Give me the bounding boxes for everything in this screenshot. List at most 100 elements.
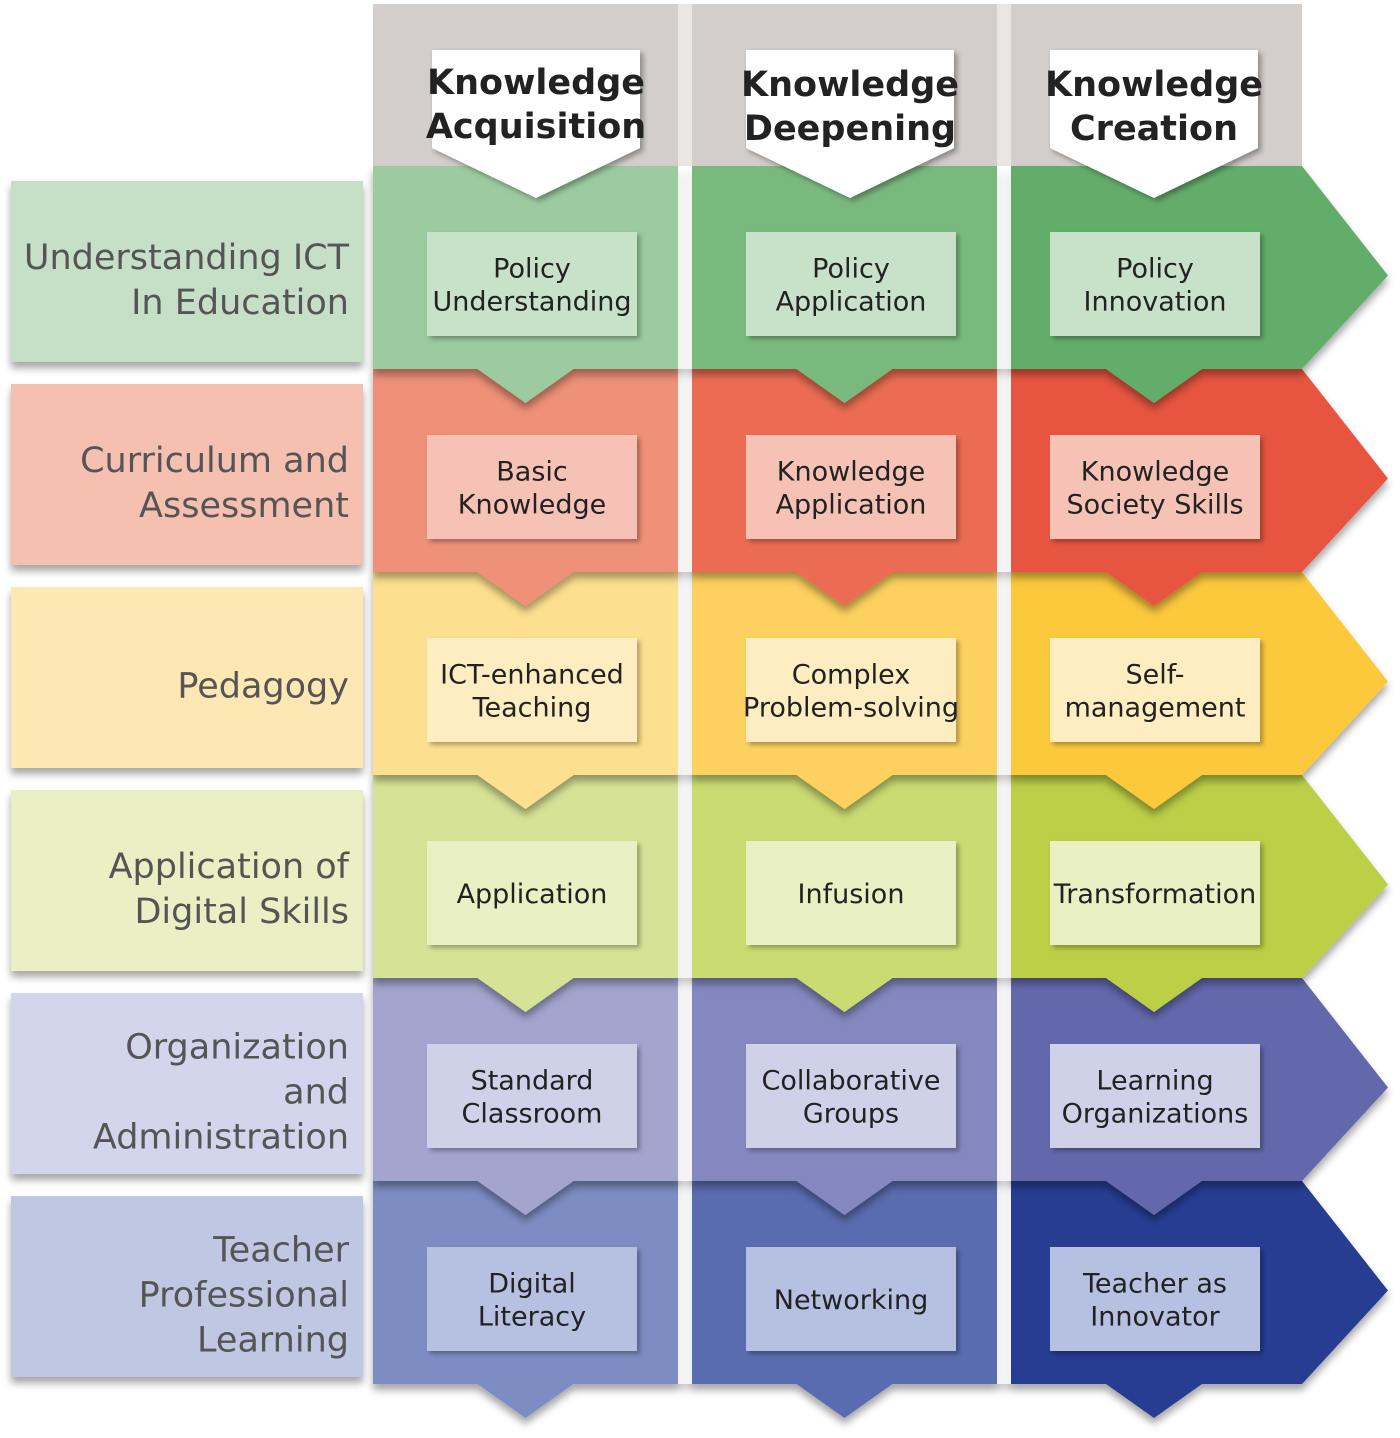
column-header-line1: Knowledge [741,65,959,105]
column-divider [678,572,692,775]
column-header-acquisition: Knowledge Acquisition [426,50,646,198]
competency-label-line: Understanding [433,287,632,318]
competency-label-line: Digital [488,1269,576,1300]
competency-label-line: Collaborative [762,1066,941,1097]
column-header-line2: Acquisition [426,107,646,147]
row-label-line: Digital Skills [134,892,349,932]
column-header-badge [1050,50,1258,198]
column-header-creation: Knowledge Creation [1045,50,1263,198]
column-header-line2: Deepening [744,109,956,149]
competency-label-line: Knowledge [1081,457,1229,488]
competency-label-line: Groups [803,1099,899,1130]
competency-cell: Application [427,841,637,945]
competency-box [1050,841,1260,945]
competency-box [1050,1247,1260,1351]
column-header-line1: Knowledge [1045,65,1263,105]
competency-label-line: Application [776,287,927,318]
row-label-line: Application of [109,847,350,887]
competency-label-line: Basic [496,457,567,488]
competency-box [1050,638,1260,742]
competency-box [746,232,956,336]
row-label-line: Teacher [212,1231,349,1271]
competency-label-line: Learning [1096,1066,1213,1097]
competency-label-line: Teaching [472,693,592,724]
competency-box [746,1044,956,1148]
column-header-badge [746,50,954,198]
column-divider [997,1181,1011,1384]
column-divider [997,775,1011,978]
competency-label-line: Policy [812,254,890,285]
competency-label-line: Innovator [1090,1302,1220,1333]
framework-row [11,1181,1388,1418]
column-headers: Knowledge Acquisition Knowledge Deepenin… [426,50,1263,198]
competency-label-line: ICT-enhanced [440,660,624,691]
competency-label-line: Complex [792,660,910,691]
competency-box [746,638,956,742]
row-label-line: Professional [139,1276,349,1316]
column-header-line1: Knowledge [427,63,645,103]
column-divider [997,978,1011,1181]
column-divider [678,369,692,572]
column-header-badge [432,50,640,198]
column-divider [678,166,692,369]
row-label-line: In Education [131,283,349,323]
competency-box [427,435,637,539]
competency-cell: Networking [746,1247,956,1351]
competency-label-line: Standard [471,1066,594,1097]
column-divider [678,775,692,978]
competency-label-line: Application [776,490,927,521]
competency-label-line: Literacy [478,1302,586,1333]
competency-box [427,638,637,742]
competency-label-line: Policy [493,254,571,285]
row-label-panel [11,1196,363,1377]
competency-label-line: management [1065,693,1246,724]
competency-box [1050,1044,1260,1148]
row-label-line: Organization [125,1028,349,1068]
competency-box [746,1247,956,1351]
row-label-panel [11,384,363,565]
column-divider [678,4,692,166]
row-label-line: Assessment [139,486,349,526]
competency-box [427,841,637,945]
row-label-line: Pedagogy [177,667,349,707]
row-label-line: Understanding ICT [24,238,350,278]
competency-label-line: Networking [774,1285,929,1316]
row-label-panel [11,587,363,768]
competency-cell: Infusion [746,841,956,945]
competency-box [427,232,637,336]
competency-box [1050,232,1260,336]
column-divider [997,4,1011,166]
competency-label-line: Application [457,879,608,910]
row-label-line: Administration [93,1118,349,1158]
competency-label-line: Infusion [798,879,905,910]
column-header-deepening: Knowledge Deepening [741,50,959,198]
column-divider [678,1181,692,1384]
row-label-line: Curriculum and [80,441,349,481]
competency-label-line: Innovation [1084,287,1227,318]
competency-label-line: Knowledge [777,457,925,488]
competency-label-line: Transformation [1053,879,1257,910]
competency-label-line: Problem-solving [743,693,959,724]
competency-label-line: Policy [1116,254,1194,285]
column-divider [997,166,1011,369]
competency-label-line: Knowledge [458,490,606,521]
column-divider [997,369,1011,572]
competency-label-line: Society Skills [1066,490,1243,521]
competency-cell: Transformation [1050,841,1260,945]
column-divider [678,978,692,1181]
row-label-panel [11,790,363,971]
competency-box [1050,435,1260,539]
column-divider [997,572,1011,775]
